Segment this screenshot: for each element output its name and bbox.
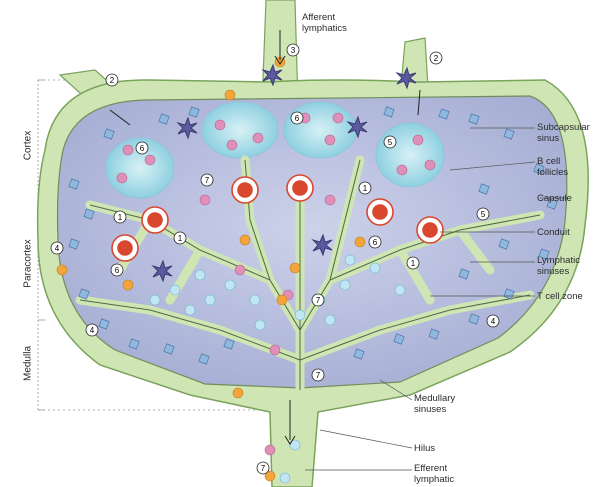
marker-7d: 7 <box>257 462 269 474</box>
marker-6: 6 <box>291 112 303 124</box>
label-hilus: Hilus <box>414 443 435 454</box>
marker-1c: 1 <box>174 232 186 244</box>
svg-text:7: 7 <box>205 176 210 185</box>
label-efferent-lymphatic: Efferent lymphatic <box>414 463 454 485</box>
marker-6c: 6 <box>369 236 381 248</box>
afferent-line-2: lymphatics <box>302 23 347 34</box>
b-cell-line-2: follicles <box>537 167 568 178</box>
svg-text:4: 4 <box>90 326 95 335</box>
medullary-line-2: sinuses <box>414 404 455 415</box>
efferent-line-2: lymphatic <box>414 474 454 485</box>
marker-5: 5 <box>384 136 396 148</box>
label-medullary-sinuses: Medullary sinuses <box>414 393 455 415</box>
hilus-line-1: Hilus <box>414 443 435 454</box>
afferent-line-1: Afferent <box>302 12 347 23</box>
svg-text:7: 7 <box>261 464 266 473</box>
label-capsule: Capsule <box>537 193 572 204</box>
svg-text:1: 1 <box>363 184 368 193</box>
svg-text:2: 2 <box>110 76 115 85</box>
marker-7c: 7 <box>312 369 324 381</box>
svg-text:7: 7 <box>316 371 321 380</box>
label-conduit: Conduit <box>537 227 570 238</box>
marker-7b: 7 <box>312 294 324 306</box>
marker-2b: 2 <box>430 52 442 64</box>
label-t-cell-zone: T cell zone <box>537 291 583 302</box>
marker-4: 4 <box>51 242 63 254</box>
marker-1d: 1 <box>407 257 419 269</box>
marker-7: 7 <box>201 174 213 186</box>
svg-text:5: 5 <box>388 138 393 147</box>
subcapsular-line-1: Subcapsular <box>537 122 590 133</box>
svg-text:6: 6 <box>115 266 120 275</box>
region-label-medulla: Medulla <box>23 344 34 384</box>
svg-text:1: 1 <box>118 213 123 222</box>
marker-4c: 4 <box>86 324 98 336</box>
svg-text:5: 5 <box>481 210 486 219</box>
marker-3: 3 <box>287 44 299 56</box>
marker-6d: 6 <box>111 264 123 276</box>
label-lymphatic-sinuses: Lymphatic sinuses <box>537 255 580 277</box>
svg-text:4: 4 <box>491 317 496 326</box>
marker-4b: 4 <box>487 315 499 327</box>
marker-1: 1 <box>359 182 371 194</box>
svg-text:3: 3 <box>291 46 296 55</box>
marker-5b: 5 <box>477 208 489 220</box>
b-cell-line-1: B cell <box>537 156 568 167</box>
region-label-paracortex: Paracortex <box>23 234 34 294</box>
medullary-line-1: Medullary <box>414 393 455 404</box>
label-afferent-lymphatics: Afferent lymphatics <box>302 12 347 34</box>
capsule-line-1: Capsule <box>537 193 572 204</box>
conduit-line-1: Conduit <box>537 227 570 238</box>
svg-text:6: 6 <box>295 114 300 123</box>
region-label-cortex: Cortex <box>23 126 34 166</box>
label-subcapsular-sinus: Subcapsular sinus <box>537 122 590 144</box>
svg-text:6: 6 <box>373 238 378 247</box>
lymphatic-line-1: Lymphatic <box>537 255 580 266</box>
subcapsular-line-2: sinus <box>537 133 590 144</box>
efferent-line-1: Efferent <box>414 463 454 474</box>
marker-1b: 1 <box>114 211 126 223</box>
marker-6b: 6 <box>136 142 148 154</box>
svg-text:4: 4 <box>55 244 60 253</box>
label-b-cell-follicles: B cell follicles <box>537 156 568 178</box>
svg-text:1: 1 <box>178 234 183 243</box>
svg-text:2: 2 <box>434 54 439 63</box>
lymphatic-line-2: sinuses <box>537 266 580 277</box>
t-cell-line-1: T cell zone <box>537 291 583 302</box>
svg-text:1: 1 <box>411 259 416 268</box>
svg-text:6: 6 <box>140 144 145 153</box>
svg-text:7: 7 <box>316 296 321 305</box>
marker-2: 2 <box>106 74 118 86</box>
